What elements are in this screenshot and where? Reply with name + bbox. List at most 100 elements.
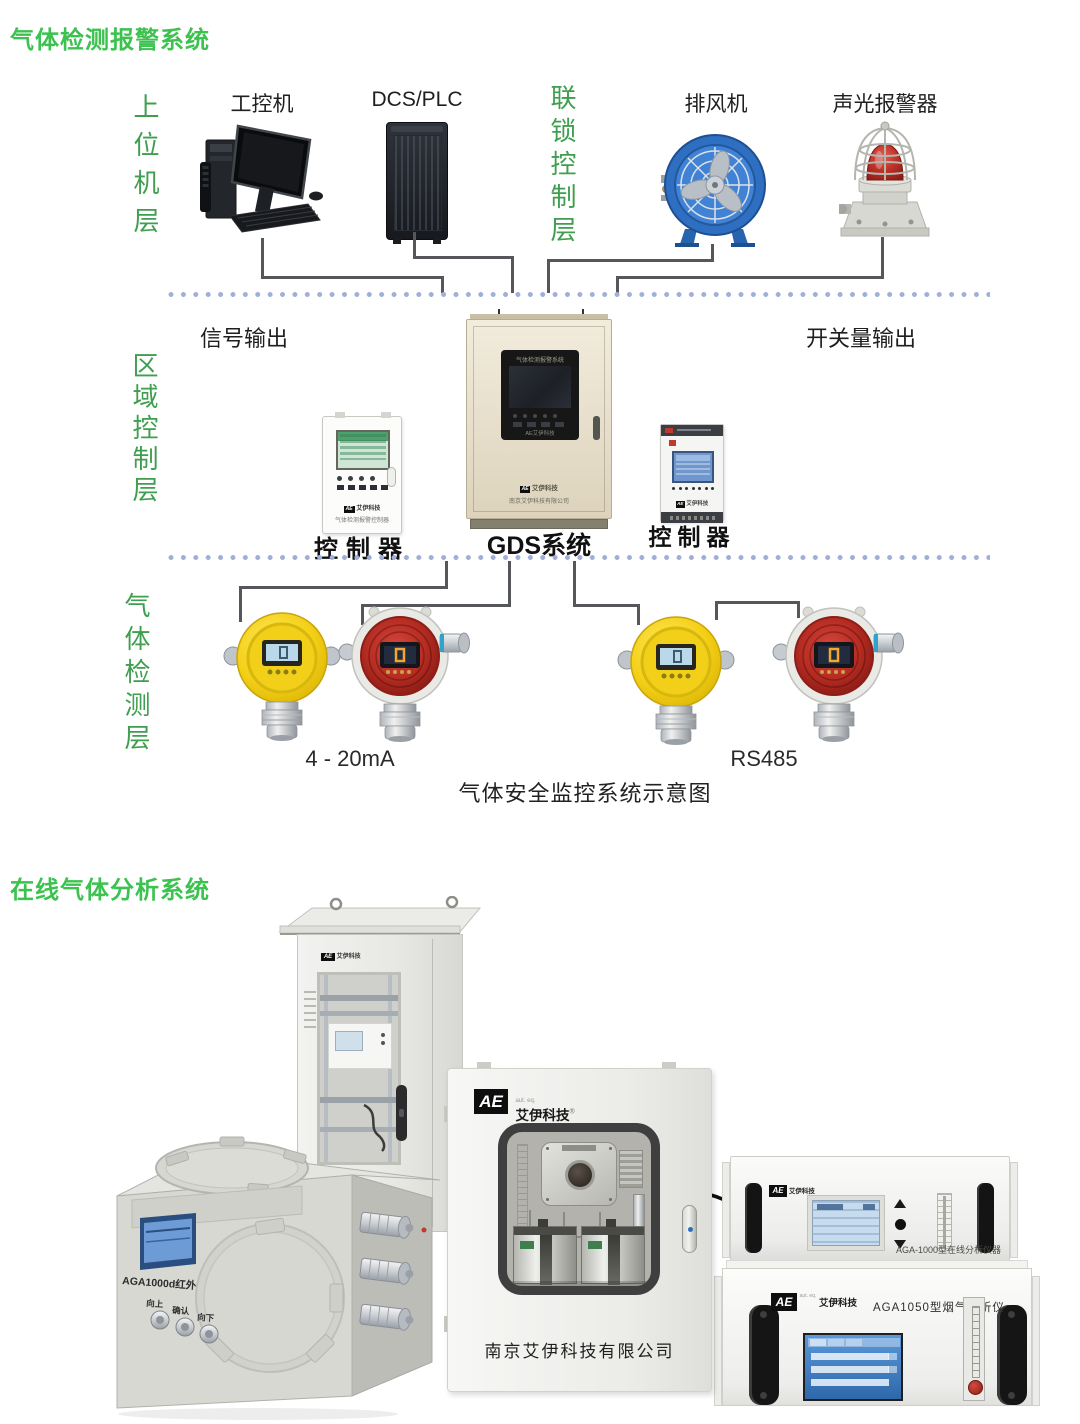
window-floor-shadow: [507, 1281, 651, 1286]
hinge: [444, 1316, 449, 1332]
wall-cabinet-body: AE aut. eq. 艾伊科技®: [447, 1068, 712, 1392]
label-controller-right: 控制器: [648, 524, 736, 550]
wire: [239, 586, 448, 589]
controller-side-button: [387, 467, 396, 487]
controller-screen: [336, 430, 390, 470]
alarm-beacon-image: [839, 121, 930, 237]
label-switch-output: 开关量输出: [806, 326, 917, 351]
controller-model-text: 气体检测报警控制器: [334, 518, 389, 524]
wire: [881, 237, 884, 279]
box-analyzer-aga1000d-image: AGA1000d红外气体分析器 向上 确认 向下: [116, 1136, 441, 1420]
rack2-flowmeter: [963, 1297, 985, 1401]
cabinet-body: 气体检测报警系统 AE艾伊科技 AE 艾伊科技 南京艾伊科技有限公司: [466, 319, 612, 519]
wire: [511, 256, 514, 293]
controller2-screen: [672, 451, 714, 483]
rack2-touchscreen: [803, 1333, 903, 1401]
gds-company-line: 南京艾伊科技有限公司: [508, 499, 569, 505]
layer-label-zone-control: 区域控制层: [129, 352, 159, 507]
mount-tab: [477, 1062, 491, 1069]
mount-tab: [381, 412, 391, 418]
gds-keys-row: [513, 422, 564, 427]
rack-ear: [714, 1276, 722, 1406]
exhaust-fan-image: [661, 134, 766, 247]
wire: [715, 601, 800, 604]
industrial-pc-image: [200, 124, 323, 233]
rack-ear: [722, 1162, 730, 1258]
outdoor-cabinet-window: [317, 972, 401, 1165]
controller2-logo: AE 艾伊科技: [675, 501, 709, 508]
filter-canister: [581, 1219, 645, 1285]
button-label-up: 向上: [146, 1298, 164, 1309]
rack1-buttons: [893, 1199, 907, 1249]
rack-handle-right: [997, 1305, 1027, 1405]
up-arrow-button: [894, 1199, 906, 1208]
gds-screen: [509, 366, 571, 408]
rack1-model-label: AGA-1000型在线分析仪器: [895, 1245, 1001, 1255]
wall-cabinet-handle: [682, 1205, 697, 1253]
wire: [508, 561, 511, 607]
door-seam: [432, 939, 433, 1227]
gds-buttons-row: [513, 414, 557, 418]
optical-bench-unit: [541, 1142, 617, 1206]
wall-analysis-cabinet-image: AE aut. eq. 艾伊科技®: [444, 1062, 712, 1394]
rack-handle-right: [977, 1183, 994, 1253]
label-4-20ma: 4 - 20mA: [305, 746, 395, 771]
hinge: [444, 1106, 449, 1122]
controller2-terminal-band: [661, 512, 723, 523]
layer-label-interlock-control: 联锁控制层: [547, 84, 577, 249]
rack-foot: [433, 239, 441, 244]
layer-label-gas-detection: 气体检测层: [121, 592, 151, 757]
wire: [715, 601, 718, 620]
gas-detector-red-1: [338, 606, 470, 742]
brand-abbr: AE: [343, 506, 355, 513]
label-rs485: RS485: [730, 746, 798, 771]
wire: [637, 604, 640, 625]
beacon-cage: [854, 126, 916, 181]
wire: [441, 276, 444, 293]
wire: [547, 259, 550, 293]
rack-analyzer-aga1050-image: AE aut. eq. 艾伊科技 AGA1050型烟气分析仪: [714, 1260, 1040, 1412]
controller2-indicator: [669, 440, 676, 446]
button-label-down: 向下: [197, 1312, 215, 1323]
rack-vent-panel: [394, 135, 442, 231]
label-signal-output: 信号输出: [200, 326, 289, 351]
wire: [547, 259, 714, 262]
pipe: [599, 1212, 601, 1238]
gas-detector-red-2: [772, 606, 904, 742]
inner-analyzer-module: [328, 1023, 392, 1069]
section1-title: 气体检测报警系统: [10, 27, 210, 54]
controller-right-image: AE 艾伊科技: [660, 424, 724, 523]
wall-cabinet-window: [498, 1123, 660, 1295]
gas-detector-yellow-2: [617, 616, 735, 745]
label-dcs-plc: DCS/PLC: [371, 88, 463, 111]
controller-logo: AE 艾伊科技: [323, 503, 401, 513]
rack2-body: AE aut. eq. 艾伊科技 AGA1050型烟气分析仪: [722, 1268, 1032, 1406]
box-buttons: 向上 确认 向下: [146, 1298, 219, 1344]
gds-screen-title: 气体检测报警系统: [515, 358, 564, 364]
box-lid: [155, 1136, 309, 1195]
mount-tab: [335, 412, 345, 418]
wire: [573, 604, 640, 607]
gds-cabinet-image: 气体检测报警系统 AE艾伊科技 AE 艾伊科技 南京艾伊科技有限公司: [466, 309, 612, 532]
dcs-plc-rack-image: [386, 122, 448, 244]
wire: [361, 604, 511, 607]
wire: [573, 561, 576, 607]
gds-display-panel: 气体检测报警系统 AE艾伊科技: [501, 350, 579, 440]
rack1-logo: AE 艾伊科技: [769, 1185, 815, 1197]
cabinet-plinth: [470, 519, 608, 529]
inner-cable: [363, 1103, 386, 1152]
wire: [239, 586, 242, 622]
pipe: [563, 1212, 565, 1238]
brand-name: 艾伊科技: [356, 506, 381, 512]
louver-vent: [304, 991, 316, 1033]
label-exhaust-fan: 排风机: [684, 93, 748, 116]
gds-panel-brand: AE艾伊科技: [525, 431, 555, 437]
rack-handle-left: [745, 1183, 762, 1253]
controller2-top-band: [661, 425, 723, 436]
rack-top-cap: [391, 126, 443, 132]
wire: [413, 232, 416, 259]
label-industrial-pc: 工控机: [230, 93, 294, 116]
pipe: [529, 1210, 531, 1238]
gas-detector-yellow-1: [223, 612, 341, 741]
